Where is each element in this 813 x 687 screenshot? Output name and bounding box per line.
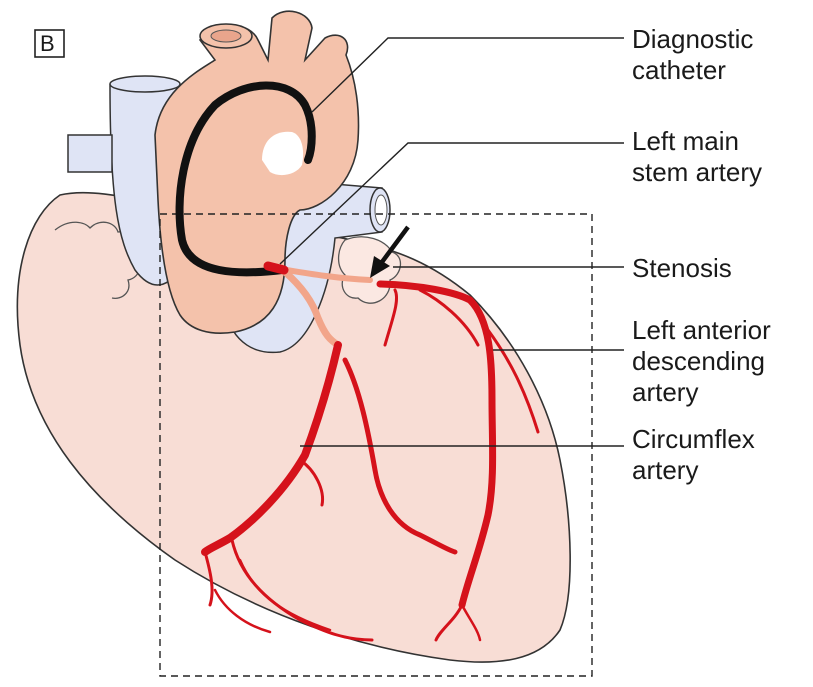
brachiocephalic-vein [68,135,112,172]
leader-diagnostic-catheter [312,38,624,112]
superior-vena-cava-opening [110,76,180,92]
label-lad-line3: artery [632,377,698,407]
label-diagnostic-catheter-line1: Diagnostic [632,24,753,54]
label-lad-line2: descending [632,346,765,376]
label-left-main-line1: Left main [632,126,739,156]
label-stenosis: Stenosis [632,253,732,283]
label-diagnostic-catheter: Diagnostic catheter [632,24,753,85]
pulmonary-artery-lumen [375,195,387,225]
label-diagnostic-catheter-line2: catheter [632,55,726,85]
catheter-tip [268,266,284,270]
label-circumflex-artery: Circumflex artery [632,424,755,485]
label-left-main-stem-artery: Left main stem artery [632,126,762,187]
label-left-main-line2: stem artery [632,157,762,187]
label-lad-line1: Left anterior [632,315,771,345]
label-stenosis-line1: Stenosis [632,253,732,283]
panel-label-text: B [40,31,55,56]
label-circumflex-line2: artery [632,455,698,485]
label-circumflex-line1: Circumflex [632,424,755,454]
brachiocephalic-trunk-lumen [211,30,241,42]
panel-label: B [35,30,64,57]
label-lad: Left anterior descending artery [632,315,771,407]
